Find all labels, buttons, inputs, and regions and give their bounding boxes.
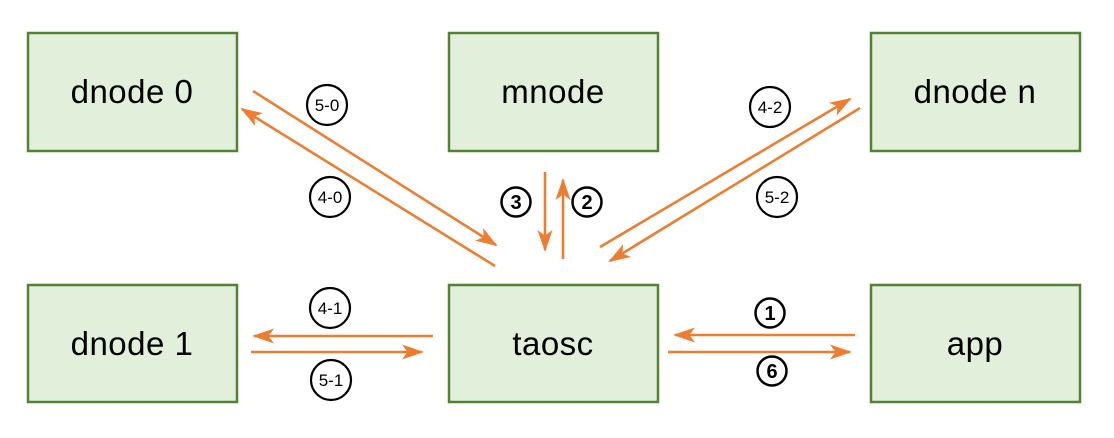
badge-taosc-to-app: 6 — [756, 355, 788, 387]
badge-dnoden-to-taosc: 5-2 — [755, 175, 799, 219]
node-mnode-label: mnode — [501, 73, 604, 110]
badge-label: 4-2 — [758, 98, 783, 117]
node-app-label: app — [947, 325, 1004, 362]
badge-circle — [755, 175, 799, 219]
badge-taosc-to-dnoden: 4-2 — [748, 85, 792, 129]
badge-label: 3 — [510, 192, 521, 214]
node-dnode1-box — [26, 283, 239, 404]
badge-taosc-to-dnode0: 4-0 — [308, 175, 352, 219]
node-app: app — [869, 283, 1082, 404]
arrow-dnoden-to-taosc — [608, 106, 861, 263]
badge-circle — [748, 85, 792, 129]
node-dnode1-label: dnode 1 — [71, 325, 194, 362]
node-taosc-label: taosc — [512, 325, 593, 362]
badge-circle — [756, 355, 788, 387]
node-dnode1: dnode 1 — [26, 283, 239, 404]
badge-circle — [309, 358, 353, 402]
badge-mnode-to-taosc: 3 — [500, 186, 532, 218]
badge-circle — [308, 175, 352, 219]
badge-circle — [571, 186, 603, 218]
node-dnode0-box — [26, 31, 239, 153]
badge-taosc-to-dnode1: 4-1 — [308, 286, 352, 330]
badge-circle — [308, 286, 352, 330]
badge-label: 4-1 — [318, 299, 343, 318]
badge-taosc-to-mnode: 2 — [571, 186, 603, 218]
arrow-dnode0-to-taosc — [252, 89, 498, 247]
badge-label: 5-2 — [765, 188, 790, 207]
badge-label: 1 — [764, 303, 775, 325]
badge-label: 6 — [766, 361, 777, 383]
node-taosc: taosc — [447, 283, 660, 404]
badge-circle — [500, 186, 532, 218]
node-dnode0: dnode 0 — [26, 31, 239, 153]
badge-circle — [754, 297, 786, 329]
arrow-taosc-to-dnode0 — [240, 107, 496, 268]
node-dnoden: dnode n — [869, 31, 1082, 153]
badge-app-to-taosc: 1 — [754, 297, 786, 329]
node-mnode: mnode — [447, 31, 660, 153]
node-app-box — [869, 283, 1082, 404]
badge-label: 5-1 — [319, 371, 344, 390]
node-dnoden-box — [869, 31, 1082, 153]
node-mnode-box — [447, 31, 660, 153]
badge-label: 5-0 — [315, 96, 340, 115]
badge-label: 2 — [581, 192, 592, 214]
edges — [240, 89, 861, 360]
arrow-taosc-to-dnoden — [599, 97, 852, 249]
badge-dnode1-to-taosc: 5-1 — [309, 358, 353, 402]
node-dnode0-label: dnode 0 — [71, 73, 194, 110]
badge-circle — [305, 83, 349, 127]
node-dnoden-label: dnode n — [914, 73, 1037, 110]
node-taosc-box — [447, 283, 660, 404]
badge-dnode0-to-taosc: 5-0 — [305, 83, 349, 127]
badge-label: 4-0 — [318, 188, 343, 207]
